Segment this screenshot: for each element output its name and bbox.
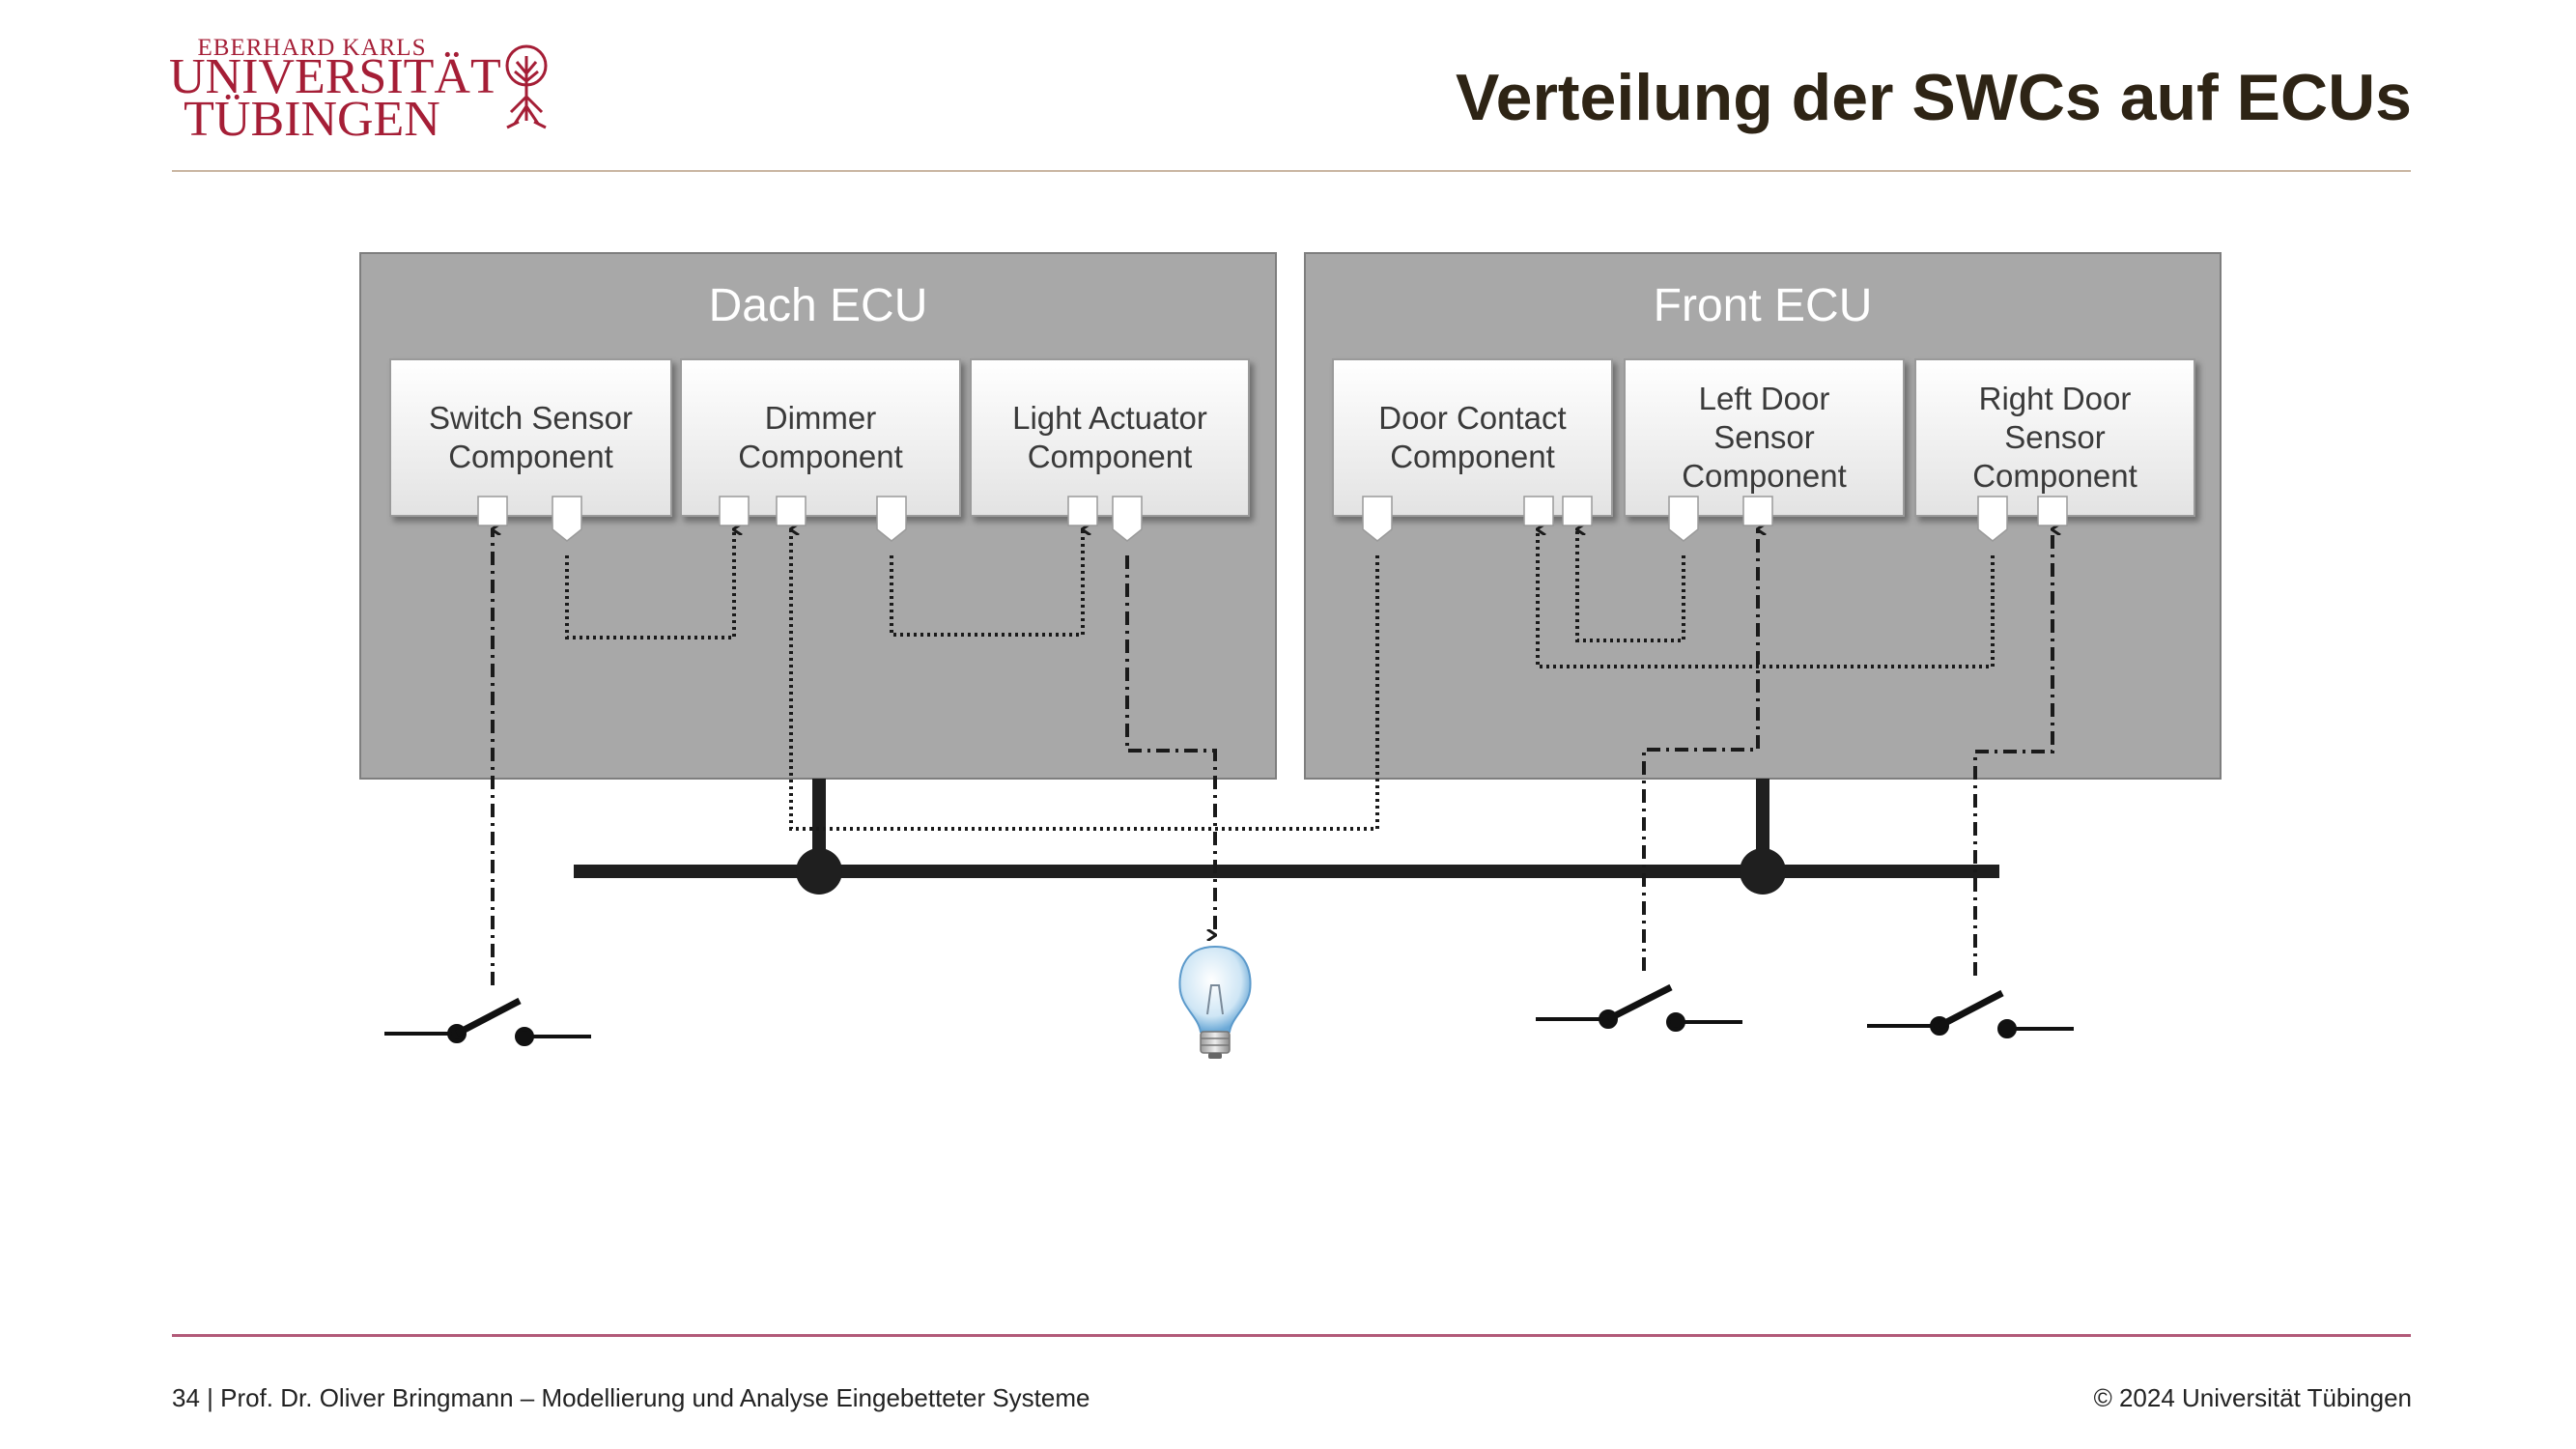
component-switch-sensor: Switch Sensor Component [389,358,672,517]
input-port [1067,496,1098,526]
input-port [2037,496,2068,526]
component-label: Dimmer [764,400,877,436]
footer-course-info: 34 | Prof. Dr. Oliver Bringmann – Modell… [172,1383,1090,1412]
output-port [1112,496,1143,542]
component-label: Component [738,439,903,474]
connection-left-door-to-door-contact [1575,529,1685,642]
component-label: Sensor [1713,419,1815,455]
bus-node [796,848,842,895]
input-port [1742,496,1773,526]
ecu-title: Front ECU [1653,280,1873,331]
connection-switch-to-left-door [1642,529,1758,971]
connection-switch-to-right-door [1973,529,2052,976]
component-label: Left Door [1698,381,1830,416]
header-divider [172,170,2411,172]
component-label: Switch Sensor [429,400,633,436]
switch-icon [1536,983,1742,1032]
light-bulb-icon [1178,945,1252,1059]
logo-line-2: UNIVERSITÄT [169,49,501,104]
component-label: Right Door [1978,381,2132,416]
bus-node [1740,848,1786,895]
component-label: Component [1972,458,2137,494]
component-dimmer: Dimmer Component [680,358,961,517]
component-label: Door Contact [1378,400,1567,436]
output-port [1977,496,2008,542]
output-port [1668,496,1699,542]
connection-switch-to-dimmer [565,529,734,639]
component-light-actuator: Light Actuator Component [970,358,1250,517]
logo-line-3: TÜBINGEN [184,92,440,147]
output-port [552,496,582,542]
connection-right-door-to-door-contact [1536,529,1995,668]
connection-actuator-to-bulb [1125,555,1217,935]
can-bus [574,779,1999,895]
component-door-contact: Door Contact Component [1332,358,1613,517]
footer-divider [172,1334,2411,1337]
input-port [719,496,750,526]
component-label: Component [1027,439,1193,474]
footer-copyright: © 2024 Universität Tübingen [2093,1383,2412,1412]
tree-emblem-icon [505,44,548,129]
university-logo: EBERHARD KARLS UNIVERSITÄT TÜBINGEN [169,29,575,147]
output-port [1362,496,1393,542]
logo-line-1: EBERHARD KARLS [197,35,427,61]
component-label: Component [1390,439,1555,474]
input-port [1523,496,1554,526]
component-right-door-sensor: Right Door Sensor Component [1914,358,2195,517]
switch-icon [1867,989,2074,1038]
component-label: Sensor [2004,419,2106,455]
input-port [1562,496,1593,526]
slide-title: Verteilung der SWCs auf ECUs [1456,61,2412,134]
input-port [776,496,807,526]
ecu-title: Dach ECU [708,280,928,331]
component-left-door-sensor: Left Door Sensor Component [1624,358,1905,517]
input-port [477,496,508,526]
connection-door-contact-to-dimmer [789,529,1379,831]
output-port [876,496,907,542]
component-label: Light Actuator [1012,400,1207,436]
component-label: Component [1682,458,1847,494]
connection-dimmer-to-actuator [890,529,1083,637]
component-label: Component [448,439,613,474]
switch-icon [384,997,591,1046]
